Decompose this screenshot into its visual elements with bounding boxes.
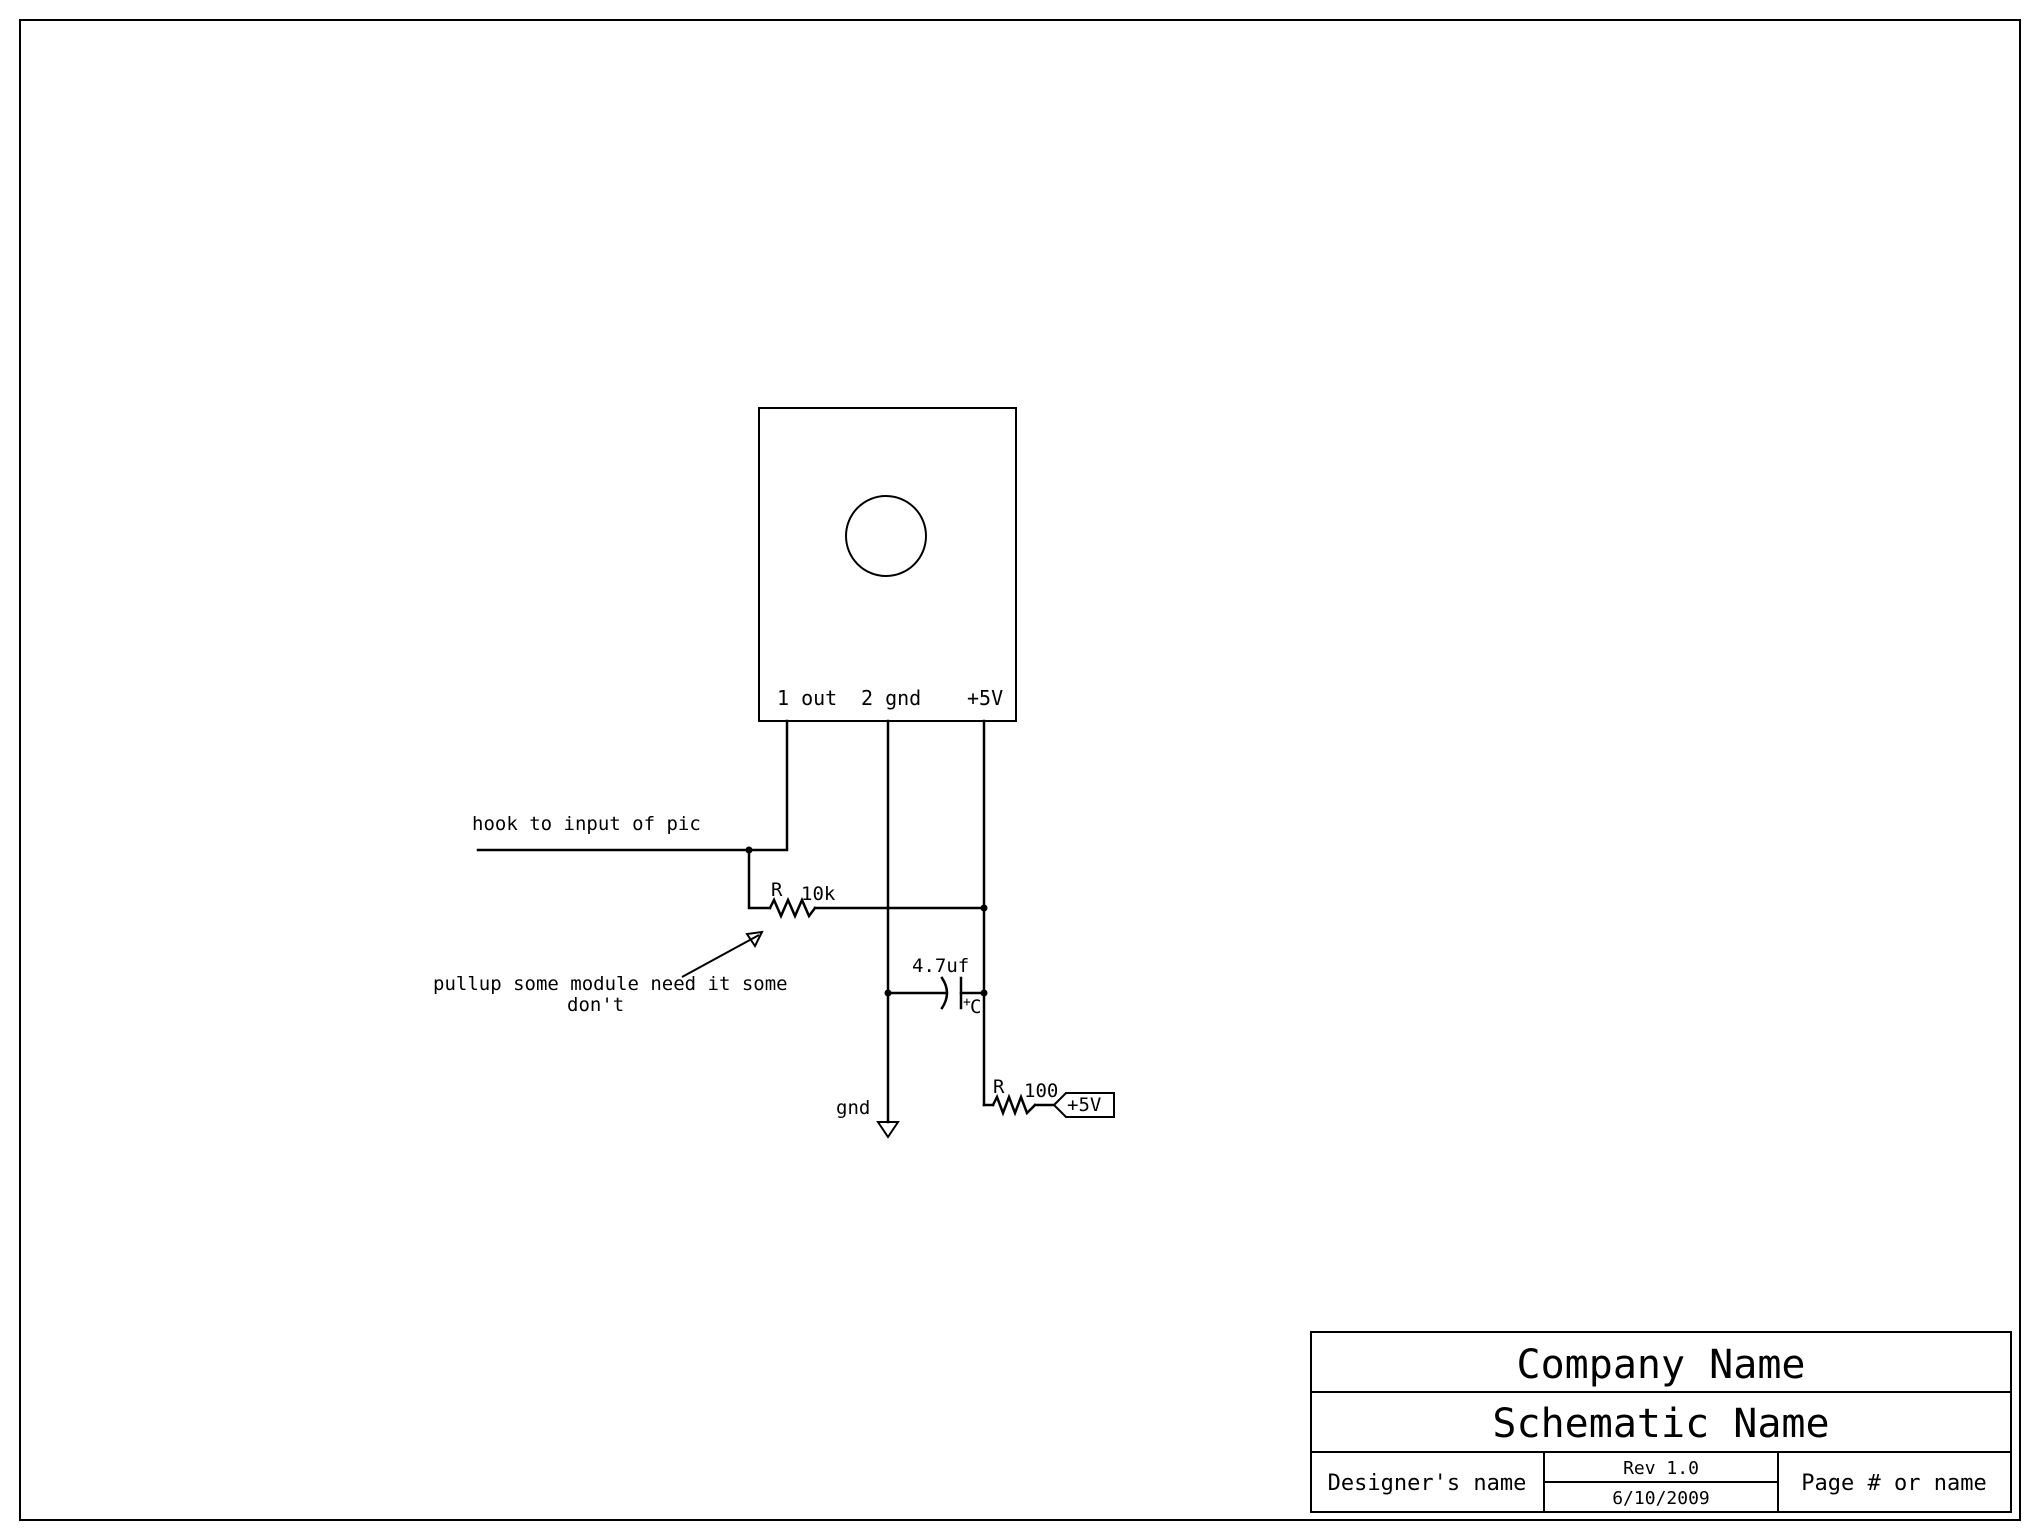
gnd-label: gnd [836, 1097, 870, 1119]
pullup-annotation-line1: pullup some module need it some [433, 973, 788, 995]
pullup-resistor: R 10k [768, 879, 836, 920]
sensor-body [758, 407, 1017, 722]
power-port-flag-icon [1052, 1092, 1115, 1118]
sensor-module: 1 out 2 gnd +5V [758, 407, 1017, 722]
title-block: Company Name Schematic Name Designer's n… [1310, 1331, 2012, 1513]
pullup-annotation-line2: don't [567, 994, 624, 1016]
resistor-zigzag-icon [768, 896, 817, 920]
company-name: Company Name [1517, 1342, 1806, 1388]
capacitor-curved-plate-icon [940, 976, 949, 1010]
junction-dot [745, 846, 753, 854]
arrow-head-icon [745, 930, 764, 948]
schematic-name: Schematic Name [1492, 1401, 1829, 1447]
title-block-frame [1310, 1331, 2012, 1513]
capacitor: 4.7uf + C [912, 955, 981, 1018]
series-resistor-value: 100 [1024, 1080, 1058, 1102]
out-wire [747, 719, 789, 852]
pullup-resistor-value: 10k [801, 883, 836, 905]
revision: Rev 1.0 [1623, 1458, 1699, 1479]
designer-name: Designer's name [1328, 1471, 1527, 1496]
series-resistor-ref: R [993, 1076, 1005, 1098]
sensor-pin-gnd-label: 2 gnd [861, 686, 921, 710]
ground-icon [876, 1121, 900, 1139]
sensor-pin-out-label: 1 out [777, 686, 837, 710]
series-resistor: R 100 [991, 1076, 1058, 1117]
junction-dot [980, 904, 988, 912]
power-port-label: +5V [1067, 1094, 1101, 1116]
sensor-dome-icon [845, 495, 927, 577]
pullup-resistor-ref: R [771, 879, 783, 901]
capacitor-plus: + [963, 995, 971, 1010]
power-port: +5V [1052, 1092, 1115, 1118]
junction-dot [884, 989, 892, 997]
capacitor-ref: C [970, 996, 981, 1018]
pullup-left-wire [747, 848, 772, 910]
page-name: Page # or name [1801, 1471, 1986, 1496]
ground-symbol: gnd [836, 1097, 900, 1139]
capacitor-value: 4.7uf [912, 955, 969, 977]
resistor-zigzag-icon [991, 1093, 1037, 1117]
annotation-arrow-line [681, 934, 760, 978]
sensor-pin-vcc-label: +5V [967, 686, 1003, 710]
junctions [745, 846, 988, 997]
pullup-annotation: pullup some module need it some don't [433, 930, 788, 1016]
sheet-border [19, 19, 2021, 1521]
wires [476, 719, 1056, 1124]
revision-date: 6/10/2009 [1612, 1488, 1710, 1509]
hook-annotation: hook to input of pic [472, 813, 701, 835]
junction-dot [980, 989, 988, 997]
